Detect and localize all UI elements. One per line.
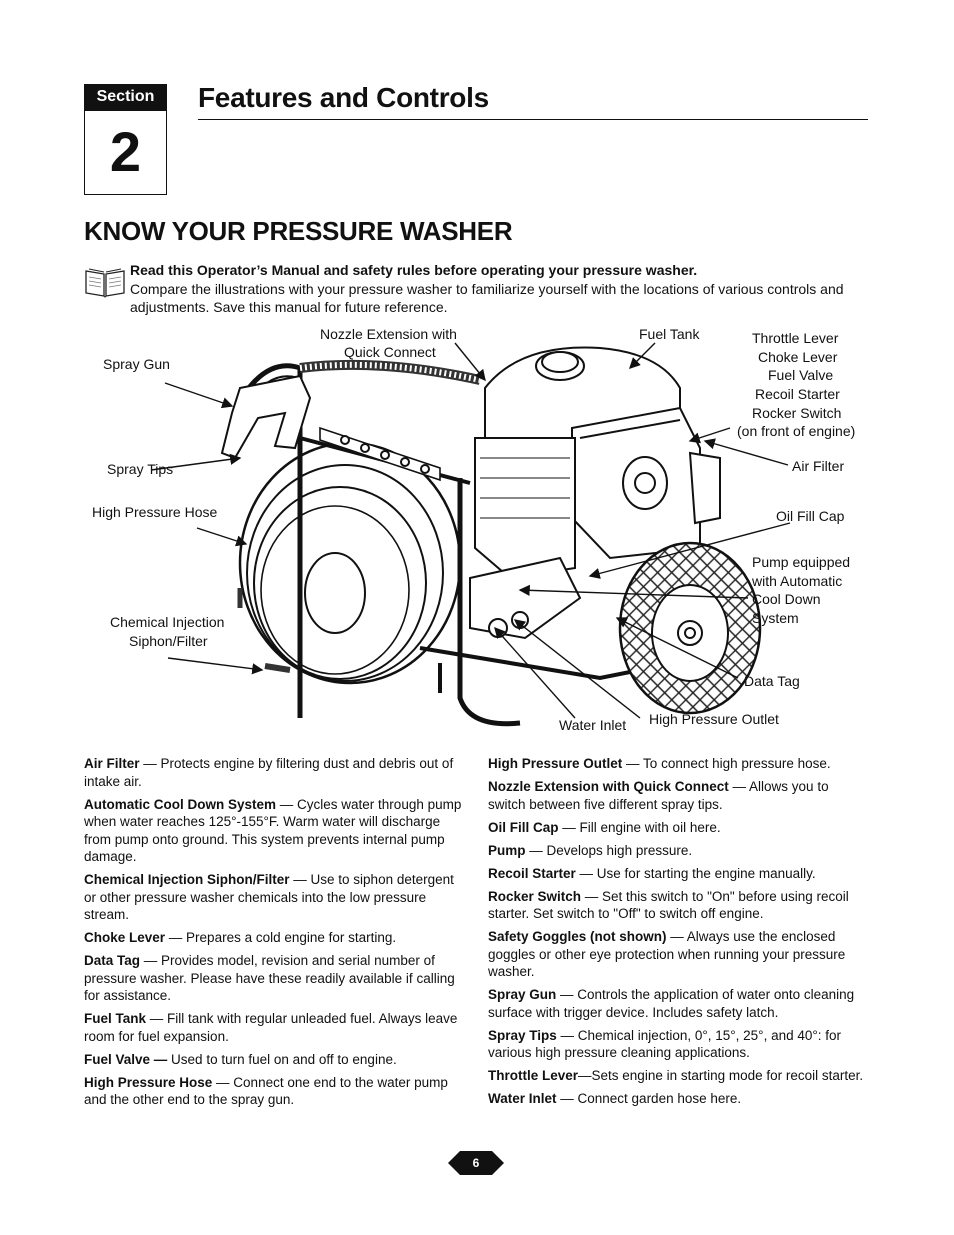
definition-item: Nozzle Extension with Quick Connect — Al… [488,779,829,812]
definition-item: Spray Gun — Controls the application of … [488,987,855,1020]
label-pump-3: Cool Down [752,591,821,607]
definition-item: Recoil Starter — Use for starting the en… [488,865,816,881]
definition-item: Rocker Switch — Set this switch to "On" … [488,888,849,922]
label-fuel-valve: Fuel Valve [768,367,834,383]
section-tab: Section [84,84,167,111]
open-book-icon [85,268,125,298]
label-spray-tips: Spray Tips [107,461,174,477]
page-number-text: 6 [472,1156,480,1170]
definition-item: High Pressure Outlet — To connect high p… [488,756,831,771]
label-choke-lever: Choke Lever [758,349,838,365]
label-water-inlet: Water Inlet [559,717,627,733]
intro-body: Compare the illustrations with your pres… [130,280,844,316]
page-number: 6 [446,1150,506,1176]
page-number-badge [448,1151,504,1175]
definition-item: Fuel Tank — Fill tank with regular unlea… [84,1011,458,1044]
page-title: Features and Controls [198,82,489,113]
pressure-washer-diagram: Nozzle Extension with Quick Connect Fuel… [0,318,954,744]
label-front-of-engine: (on front of engine) [737,423,856,439]
definition-item: Throttle Lever—Sets engine in starting m… [488,1068,864,1083]
label-spray-gun: Spray Gun [103,356,170,372]
definition-item: High Pressure Hose — Connect one end to … [84,1074,448,1108]
label-throttle-lever: Throttle Lever [752,330,839,346]
label-pump-4: System [752,610,799,626]
section-heading: KNOW YOUR PRESSURE WASHER [84,216,513,246]
definition-item: Pump — Develops high pressure. [488,842,693,858]
definition-item: Data Tag — Provides model, revision and … [84,953,455,1003]
definition-item: Automatic Cool Down System — Cycles wate… [84,796,462,865]
definitions-left: Air Filter — Protects engine by filterin… [84,755,464,1114]
label-high-pressure-hose: High Pressure Hose [92,504,218,520]
label-chemical-injection-2: Siphon/Filter [129,633,208,649]
label-high-pressure-outlet: High Pressure Outlet [649,711,779,727]
label-fuel-tank: Fuel Tank [639,326,700,342]
definition-item: Safety Goggles (not shown) — Always use … [488,929,846,979]
definitions-right: High Pressure Outlet — To connect high p… [488,755,868,1113]
label-chemical-injection-1: Chemical Injection [110,614,225,630]
definition-item: Chemical Injection Siphon/Filter — Use t… [84,872,454,922]
pressure-washer-illustration [150,342,791,727]
label-nozzle-extension-1: Nozzle Extension with [320,326,457,342]
title-rule [198,119,868,120]
definition-item: Spray Tips — Chemical injection, 0°, 15°… [488,1027,842,1061]
label-pump-1: Pump equipped [752,554,851,570]
label-recoil-starter: Recoil Starter [755,386,840,402]
definition-item: Air Filter — Protects engine by filterin… [84,756,454,789]
label-rocker-switch: Rocker Switch [752,405,842,421]
label-pump-2: with Automatic [752,573,843,589]
definition-item: Oil Fill Cap — Fill engine with oil here… [488,819,721,835]
label-air-filter: Air Filter [792,458,845,474]
intro-text: Read this Operator’s Manual and safety r… [130,261,870,317]
section-number: 2 [109,120,142,183]
definition-item: Choke Lever — Prepares a cold engine for… [84,930,397,945]
label-data-tag: Data Tag [744,673,800,689]
label-oil-fill-cap: Oil Fill Cap [776,508,845,524]
label-nozzle-extension-2: Quick Connect [344,344,436,360]
intro-bold: Read this Operator’s Manual and safety r… [130,262,698,278]
definition-item: Fuel Valve — Used to turn fuel on and of… [84,1051,397,1067]
definition-item: Water Inlet — Connect garden hose here. [488,1091,742,1106]
